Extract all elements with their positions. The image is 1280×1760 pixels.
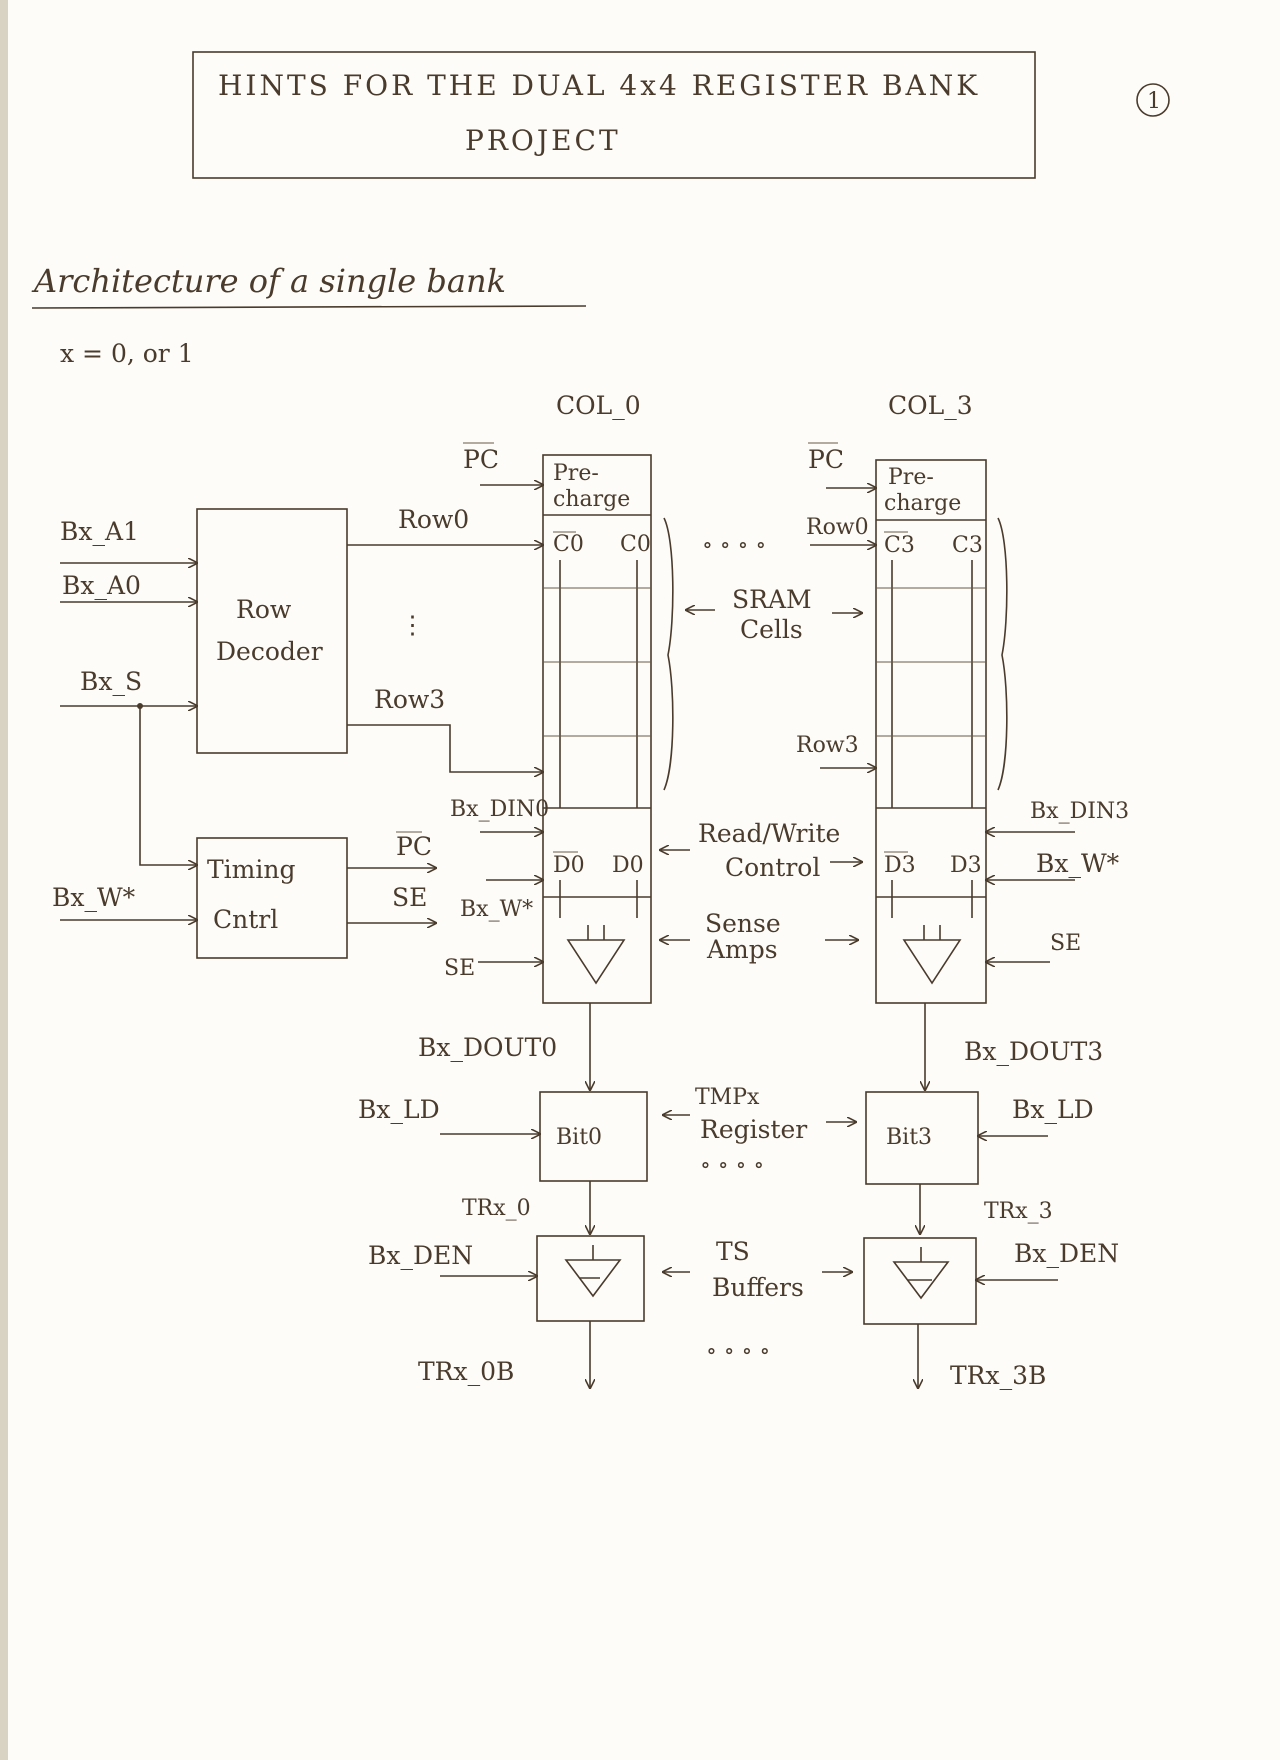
input-bx-a0: Bx_A0 (62, 571, 141, 600)
s-to-timing-wire (139, 706, 197, 865)
title-line-1: HINTS FOR THE DUAL 4x4 REGISTER BANK (218, 69, 980, 102)
col3-dout: Bx_DOUT3 (964, 1037, 1103, 1066)
tmp-ellipsis: ∘ ∘ ∘ ∘ (700, 1153, 764, 1178)
timing-input-w: Bx_W* (52, 883, 136, 912)
tmp-label-2: Register (700, 1115, 807, 1144)
col0-d-bar: D0 (553, 853, 585, 878)
col3-d: D3 (950, 853, 982, 878)
col3-header: COL_3 (888, 391, 973, 420)
col0-outline (542, 454, 652, 1004)
col3-w: Bx_W* (1036, 849, 1120, 878)
tmp-label-1: TMPx (695, 1085, 760, 1110)
row-dots: ⋮ (400, 610, 425, 639)
col3-den: Bx_DEN (1014, 1239, 1119, 1268)
input-bx-a1: Bx_A1 (60, 517, 139, 546)
sense-label-1: Sense (705, 909, 781, 938)
middle-annotations: ∘ ∘ ∘ ∘ SRAM Cells Read/Write Control Se… (660, 533, 862, 1364)
col3-d-bar: D3 (884, 853, 916, 878)
timing-control-box (196, 837, 348, 959)
col0-w: Bx_W* (460, 897, 533, 922)
col3-trb: TRx_3B (950, 1361, 1046, 1390)
col0-c: C0 (620, 532, 651, 557)
col0-sram-brace (663, 517, 674, 791)
col3-ld: Bx_LD (1012, 1095, 1094, 1124)
timing-label-1: Timing (207, 855, 295, 884)
col0-precharge-2: charge (553, 487, 630, 512)
rw-label-2: Control (725, 853, 820, 882)
col3-outline (875, 459, 987, 1004)
row-decoder-label-2: Decoder (216, 637, 323, 666)
col0-trb: TRx_0B (418, 1357, 514, 1386)
column-3: Pre- charge PC Row0 C3 C3 Row3 Bx_DIN3 D… (796, 442, 1129, 1390)
col0-header: COL_0 (556, 391, 641, 420)
x-note: x = 0, or 1 (60, 339, 194, 368)
section-heading: Architecture of a single bank (31, 262, 506, 300)
row3-label: Row3 (374, 685, 445, 714)
sram-label-1: SRAM (732, 585, 812, 614)
col3-pc-label: PC (808, 445, 844, 474)
col0-c-bar: C0 (553, 532, 584, 557)
title-box (192, 51, 1036, 179)
col3-bit: Bit3 (886, 1125, 932, 1150)
timing-out-pc: PC (396, 832, 432, 861)
col3-c: C3 (952, 533, 983, 558)
col0-se: SE (444, 956, 475, 981)
title-line-2: PROJECT (465, 124, 621, 157)
col0-pc-label: PC (463, 445, 499, 474)
col3-c-bar: C3 (884, 533, 915, 558)
input-bx-s: Bx_S (80, 667, 142, 696)
sense-label-2: Amps (706, 935, 778, 964)
col3-din: Bx_DIN3 (1030, 799, 1129, 824)
col0-d: D0 (612, 853, 644, 878)
column-0: Pre- charge PC C0 C0 Bx_DIN0 D0 D0 Bx_W*… (358, 442, 674, 1388)
col3-precharge-2: charge (884, 491, 961, 516)
col3-sram-brace (997, 517, 1008, 791)
col0-din: Bx_DIN0 (450, 797, 549, 822)
section-heading-underline (31, 305, 587, 309)
rw-label-1: Read/Write (698, 819, 840, 848)
col3-sense-amp (902, 939, 962, 985)
col3-row0: Row0 (806, 515, 869, 540)
row0-label: Row0 (398, 505, 469, 534)
row-decoder-box (196, 508, 348, 754)
col0-ld: Bx_LD (358, 1095, 440, 1124)
col0-tr: TRx_0 (462, 1196, 531, 1221)
ts-label-1: TS (716, 1237, 750, 1266)
col0-sense-amp (566, 939, 626, 985)
ts-label-2: Buffers (712, 1273, 804, 1302)
page-number-circle (1136, 83, 1170, 117)
col3-tr: TRx_3 (984, 1199, 1053, 1224)
row-decoder-label-1: Row (236, 595, 292, 624)
col0-dout: Bx_DOUT0 (418, 1033, 557, 1062)
col0-den: Bx_DEN (368, 1241, 473, 1270)
timing-out-se: SE (392, 883, 427, 912)
col0-precharge-1: Pre- (553, 461, 599, 486)
page-number: 1 (1147, 89, 1161, 114)
col3-precharge-1: Pre- (888, 465, 934, 490)
col3-ts-box (863, 1237, 977, 1325)
timing-label-2: Cntrl (213, 905, 278, 934)
ts-ellipsis: ∘ ∘ ∘ ∘ (706, 1339, 770, 1364)
column-ellipsis: ∘ ∘ ∘ ∘ (702, 533, 766, 558)
row3-arrow (347, 724, 543, 772)
col0-bit: Bit0 (556, 1125, 602, 1150)
sram-label-2: Cells (740, 615, 803, 644)
col3-row3: Row3 (796, 733, 859, 758)
col3-se: SE (1050, 931, 1081, 956)
